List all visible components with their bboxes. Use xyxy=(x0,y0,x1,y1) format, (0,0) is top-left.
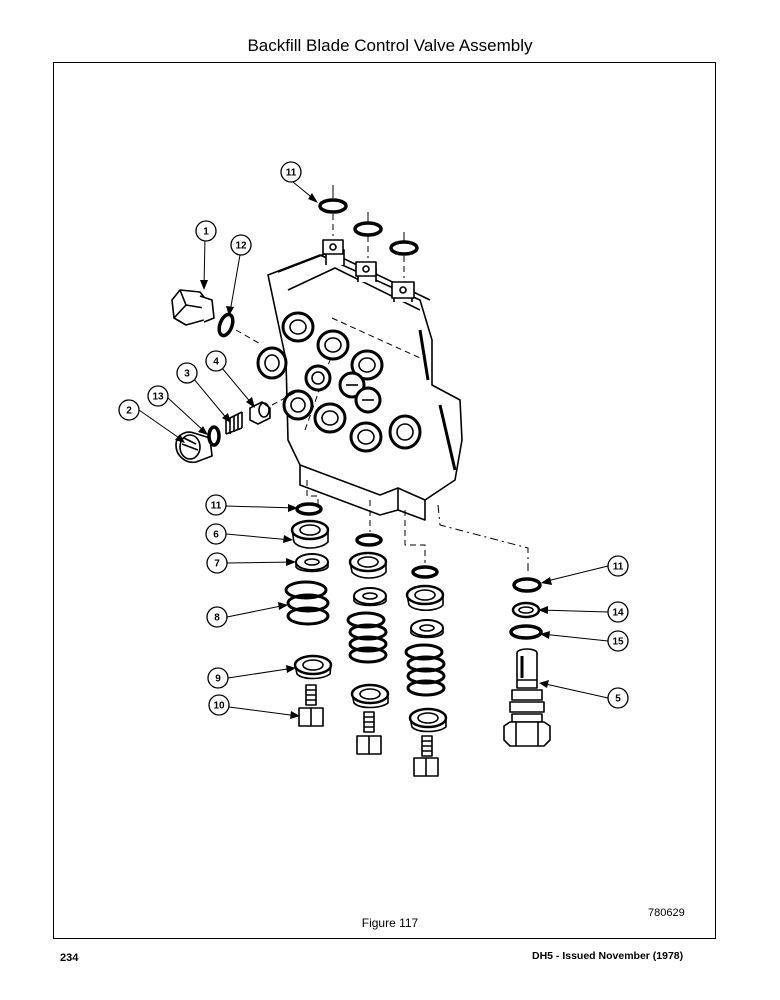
valve-body xyxy=(256,239,463,521)
svg-text:8: 8 xyxy=(214,613,220,624)
callout-part-8: 8 xyxy=(206,606,228,628)
svg-text:9: 9 xyxy=(215,674,221,685)
spring-middle xyxy=(346,611,388,664)
callout-part-6: 6 xyxy=(205,523,227,545)
o-ring-part-13 xyxy=(217,312,235,338)
o-ring-part-11-left xyxy=(295,502,323,516)
spool-end-2 xyxy=(355,261,377,282)
svg-text:10: 10 xyxy=(213,701,225,712)
o-ring-part-11-right xyxy=(512,577,542,593)
retainer-part-9 xyxy=(293,654,333,680)
callout-part-13: 12 xyxy=(230,234,252,256)
o-ring-part-16 xyxy=(509,624,543,640)
svg-text:4: 4 xyxy=(213,357,219,368)
backup-ring-part-15 xyxy=(511,601,541,619)
spring-right xyxy=(404,643,446,697)
callout-part-1: 1 xyxy=(195,220,217,242)
svg-text:11: 11 xyxy=(211,501,222,512)
retainer-middle-top xyxy=(348,551,388,579)
valve-port xyxy=(316,329,350,361)
o-ring-top-1 xyxy=(318,198,348,214)
poppet-part-4 xyxy=(249,401,271,425)
svg-text:3: 3 xyxy=(184,369,190,380)
bolt-middle xyxy=(356,711,382,755)
o-ring-part-14 xyxy=(207,425,221,447)
callout-part-15: 14 xyxy=(607,601,629,623)
callout-part-5: 5 xyxy=(607,687,629,709)
valve-port xyxy=(282,389,314,421)
plug-part-1 xyxy=(171,289,215,326)
leader-arrowheads xyxy=(175,193,552,719)
valve-port xyxy=(349,421,383,453)
callout-part-11-left: 11 xyxy=(205,494,227,516)
spool-end-1 xyxy=(322,239,345,265)
valve-port xyxy=(354,386,382,414)
svg-text:13: 13 xyxy=(152,392,164,403)
o-ring-right xyxy=(411,565,439,579)
svg-text:14: 14 xyxy=(612,608,624,619)
svg-text:2: 2 xyxy=(126,406,132,417)
svg-text:7: 7 xyxy=(214,559,220,570)
retainer-right-top xyxy=(405,584,445,612)
callout-part-4: 4 xyxy=(205,350,227,372)
washer-middle xyxy=(353,587,387,607)
svg-text:11: 11 xyxy=(286,168,297,179)
leader-lines xyxy=(138,181,609,717)
washer-right xyxy=(410,619,444,639)
issue-note: DH5 - Issued November (1978) xyxy=(532,950,684,962)
washer-part-7 xyxy=(295,553,329,573)
retainer-middle-bottom xyxy=(350,683,390,709)
o-ring-middle xyxy=(355,533,383,547)
callout-part-9: 9 xyxy=(207,667,229,689)
drawing-number: 780629 xyxy=(648,907,685,919)
callout-part-12: 11 xyxy=(280,161,302,183)
valve-port xyxy=(388,414,422,450)
svg-text:11: 11 xyxy=(613,562,624,573)
callout-part-14: 13 xyxy=(147,385,169,407)
svg-text:6: 6 xyxy=(213,530,219,541)
callout-part-10: 10 xyxy=(208,694,230,716)
valve-port xyxy=(313,402,347,434)
retainer-part-6 xyxy=(290,519,330,549)
spool-end-3 xyxy=(391,281,415,302)
valve-port xyxy=(281,311,315,343)
svg-text:1: 1 xyxy=(203,227,209,238)
figure-frame xyxy=(53,62,716,939)
svg-text:15: 15 xyxy=(612,637,624,648)
callout-part-3: 3 xyxy=(176,362,198,384)
callout-part-16: 15 xyxy=(607,630,629,652)
svg-text:5: 5 xyxy=(615,694,621,705)
relief-valve-part-5 xyxy=(503,648,551,747)
valve-port xyxy=(350,349,384,381)
spring-part-8 xyxy=(284,580,330,626)
callout-part-2: 2 xyxy=(118,399,140,421)
spring-part-3 xyxy=(225,411,243,435)
callout-part-11-right: 11 xyxy=(607,555,629,577)
bolt-part-10 xyxy=(298,684,324,727)
plug-part-2 xyxy=(175,431,213,464)
valve-port xyxy=(256,346,288,380)
callout-part-7: 7 xyxy=(206,552,228,574)
page-title: Backfill Blade Control Valve Assembly xyxy=(247,36,533,55)
retainer-right-bottom xyxy=(408,707,448,733)
o-ring-top-2 xyxy=(353,221,383,237)
svg-text:12: 12 xyxy=(235,241,247,252)
valve-port xyxy=(304,364,332,392)
exploded-view-diagram: 11 1 12 4 3 13 2 11 xyxy=(118,161,629,777)
o-ring-top-3 xyxy=(389,240,419,256)
bolt-right xyxy=(413,735,439,777)
page-number: 234 xyxy=(60,952,79,964)
figure-caption: Figure 117 xyxy=(361,916,419,930)
